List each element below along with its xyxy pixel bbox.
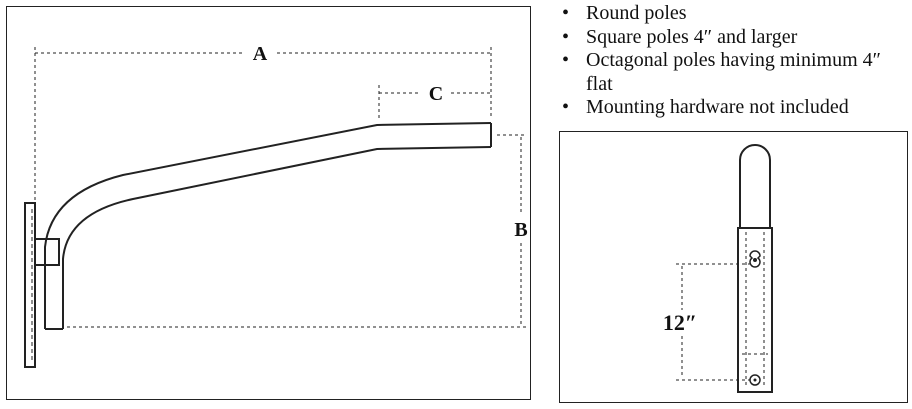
dimension-b: B bbox=[67, 134, 528, 328]
dimension-c-label: C bbox=[429, 83, 443, 105]
bracket-block bbox=[34, 238, 60, 266]
mounting-plate bbox=[24, 202, 36, 368]
keyhole-center bbox=[753, 258, 757, 262]
mounting-plate-front-view-drawing: 12″ bbox=[663, 144, 773, 393]
arm-tube-upper-edge bbox=[44, 122, 492, 329]
dimension-a-label: A bbox=[253, 43, 268, 65]
feature-item: Round poles bbox=[560, 2, 906, 26]
dimension-a: A bbox=[34, 43, 492, 203]
feature-item: Mounting hardware not included bbox=[560, 96, 906, 120]
arm-side-view-panel: A C B bbox=[6, 6, 531, 400]
dimension-b-label: B bbox=[514, 219, 527, 241]
feature-item: Square poles 4″ and larger bbox=[560, 26, 906, 50]
arm-side-view-drawing: A C B bbox=[24, 43, 528, 368]
dimension-12-inch: 12″ bbox=[663, 263, 750, 381]
dimension-12-inch-label: 12″ bbox=[663, 310, 697, 335]
bottom-bolt-hole-center bbox=[753, 378, 757, 382]
pole-top bbox=[739, 144, 771, 228]
dimension-c: C bbox=[378, 83, 491, 119]
mounting-plate-front-view-panel: 12″ bbox=[559, 131, 908, 403]
feature-list: Round poles Square poles 4″ and larger O… bbox=[560, 2, 906, 120]
arm-tube-lower-edge bbox=[62, 146, 492, 329]
feature-item: Octagonal poles having minimum 4″ flat bbox=[560, 49, 906, 96]
